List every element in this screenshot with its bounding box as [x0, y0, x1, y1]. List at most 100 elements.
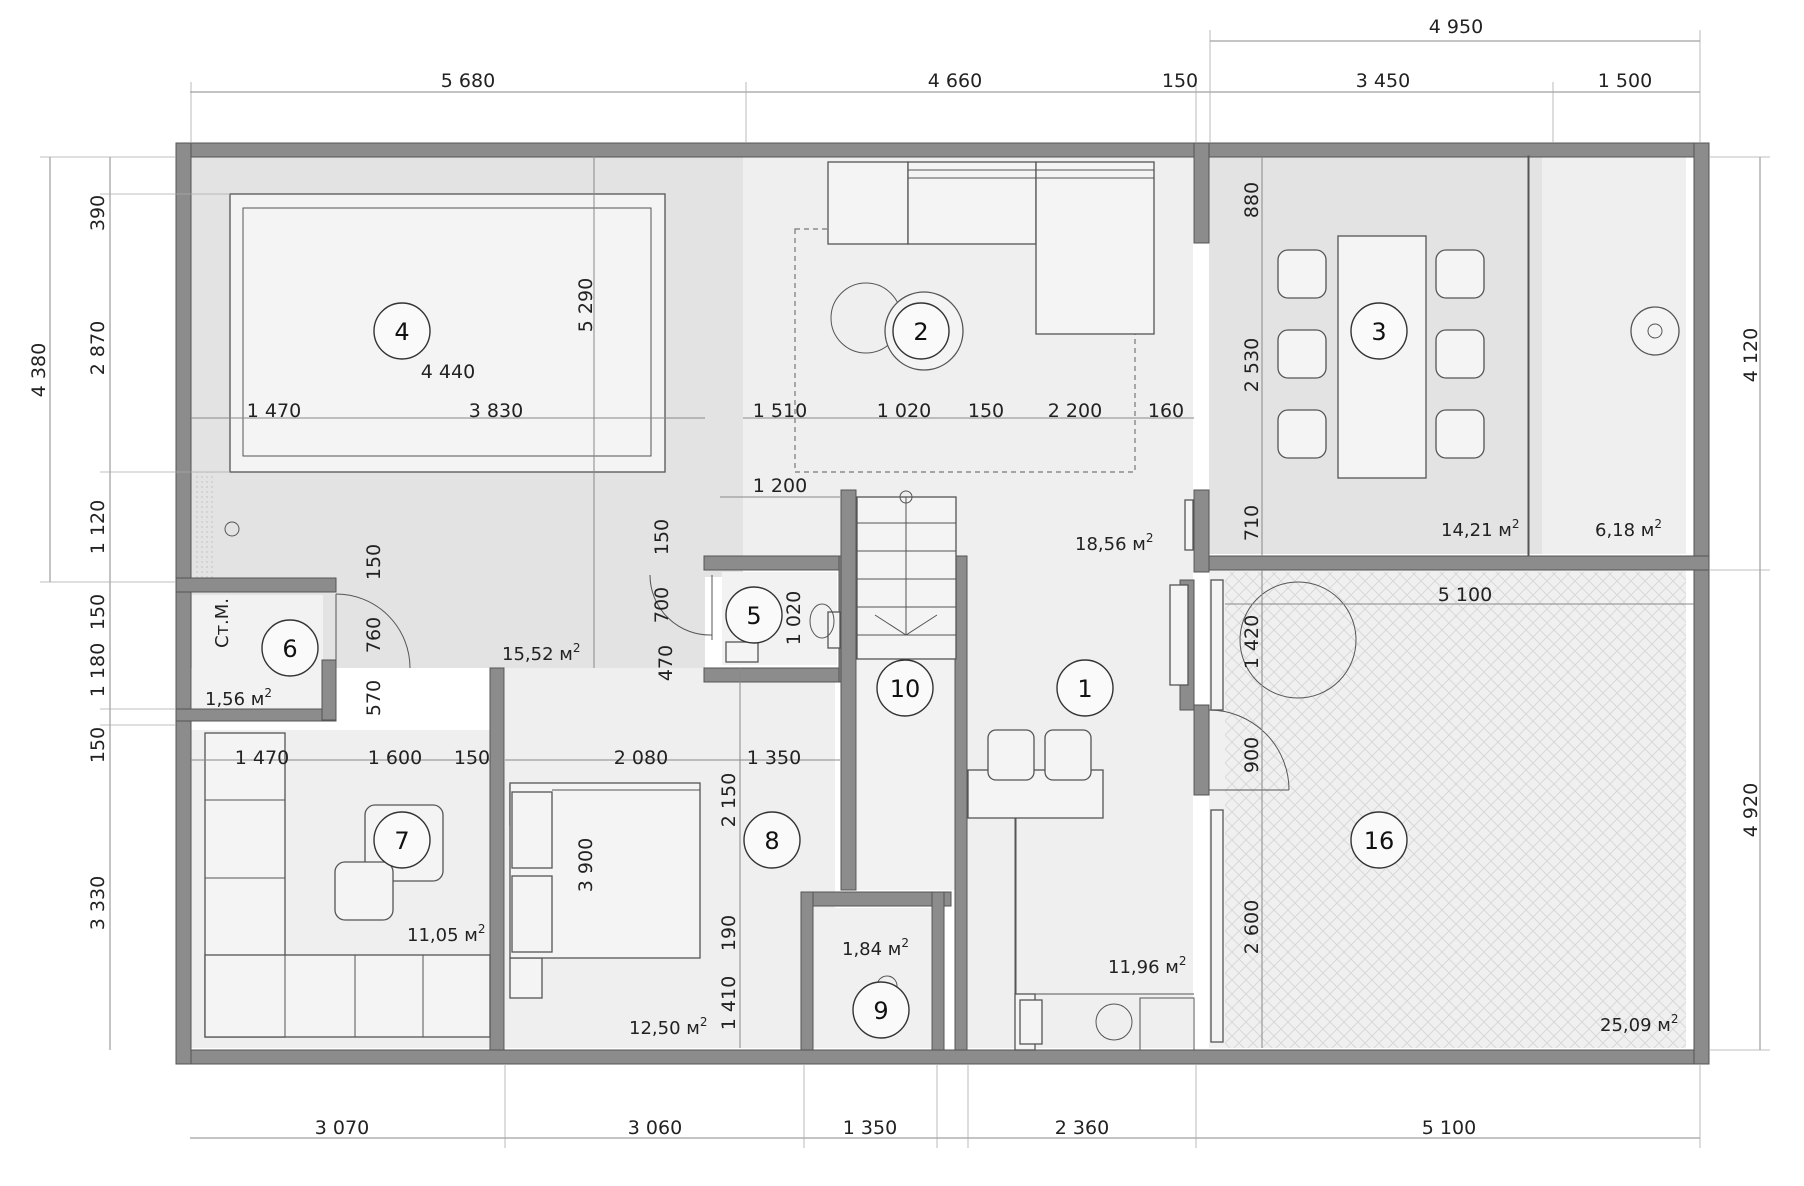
room-number: 6	[282, 635, 297, 663]
room-marker-circle	[852, 981, 910, 1039]
dimension-text: 5 680	[441, 70, 495, 92]
room-number: 4	[394, 318, 409, 346]
dimension-text: 570	[363, 680, 385, 716]
dimension-text: 1 510	[753, 400, 807, 422]
kitchen-furniture	[967, 584, 1195, 1051]
dimension-text: 2 150	[718, 773, 740, 827]
dimension-text: 3 830	[469, 400, 523, 422]
room-marker-circle	[1056, 659, 1114, 717]
dimension-text: 700	[651, 587, 673, 623]
room-area: 18,56 м2	[1075, 531, 1153, 555]
room-area: 25,09 м2	[1600, 1012, 1678, 1036]
room-area: 11,05 м2	[407, 922, 485, 946]
dimension-text: 3 900	[575, 838, 597, 892]
room-number: 2	[913, 318, 928, 346]
room-marker-circle	[1350, 811, 1408, 869]
pool	[229, 193, 666, 473]
left-dimensions: 4 380 390 2 870 1 120 150 1 180 150 3 33…	[28, 195, 109, 930]
room-number: 16	[1364, 827, 1395, 855]
dimension-text: 2 200	[1048, 400, 1102, 422]
room-marker-circle	[876, 659, 934, 717]
dimension-text: 190	[718, 915, 740, 951]
dimension-text: 4 920	[1740, 783, 1762, 837]
dimension-text: 160	[1148, 400, 1184, 422]
interior-dimensions: 5 290 4 440 1 470 3 830 1 510 1 020 150 …	[235, 182, 1492, 1030]
room-area: 15,52 м2	[502, 641, 580, 665]
dimension-text: 1 350	[747, 747, 801, 769]
room-marker-circle	[1350, 302, 1408, 360]
dimension-text: 1 410	[718, 976, 740, 1030]
room-number: 10	[890, 675, 921, 703]
room-number: 9	[873, 997, 888, 1025]
dimension-text: 2 600	[1241, 900, 1263, 954]
room-areas: 11,96 м2 18,56 м2 14,21 м2 15,52 м2 1,56…	[205, 517, 1678, 1039]
dimension-text: 1 500	[1598, 70, 1652, 92]
room-marker-circle	[261, 619, 319, 677]
room-marker-circle	[725, 586, 783, 644]
dimension-text: 5 100	[1422, 1117, 1476, 1139]
walls	[175, 142, 1710, 1065]
room-marker-circle	[892, 302, 950, 360]
room-number: 5	[746, 602, 761, 630]
dimension-text: 3 070	[315, 1117, 369, 1139]
room-number: 3	[1371, 318, 1386, 346]
room-number: 7	[394, 827, 409, 855]
dimension-text: 760	[363, 617, 385, 653]
dimension-text: 900	[1241, 737, 1263, 773]
terrace-hatch	[1225, 572, 1686, 1048]
room-marker-circle	[743, 811, 801, 869]
dimension-text: 3 450	[1356, 70, 1410, 92]
dimension-text: 150	[454, 747, 490, 769]
bathroom-fixtures	[224, 521, 898, 997]
dimension-text: 1 420	[1241, 615, 1263, 669]
windows	[1184, 499, 1224, 1043]
bottom-dimensions: 3 070 3 060 1 350 2 360 5 100	[315, 1117, 1476, 1139]
dimension-text: 2 080	[614, 747, 668, 769]
dimension-text: 2 870	[87, 321, 109, 375]
dimension-text: 150	[1162, 70, 1198, 92]
dimension-text: 2 360	[1055, 1117, 1109, 1139]
bedroom-furniture	[509, 782, 701, 999]
dimension-text: 3 330	[87, 876, 109, 930]
dimension-text: 1 180	[87, 643, 109, 697]
room-numbers: 1 2 3 4 5 6 7 8 9 10 16	[282, 318, 1394, 1025]
room-marker-circle	[373, 302, 431, 360]
dimension-text: 150	[87, 594, 109, 630]
room-area: 12,50 м2	[629, 1015, 707, 1039]
dimension-text: 1 600	[368, 747, 422, 769]
dimension-text: 150	[87, 727, 109, 763]
dimension-text: 710	[1241, 505, 1263, 541]
dimension-text: 2 530	[1241, 338, 1263, 392]
room-area: 14,21 м2	[1441, 517, 1519, 541]
dimension-text: 5 290	[575, 278, 597, 332]
dimension-text: 4 380	[28, 343, 50, 397]
room-area: 11,96 м2	[1108, 954, 1186, 978]
dimension-text: 4 950	[1429, 16, 1483, 38]
dimension-text: 1 470	[247, 400, 301, 422]
cabinet-label: Ст.М.	[212, 598, 233, 648]
dimension-text: 1 020	[783, 591, 805, 645]
room-number: 8	[764, 827, 779, 855]
room-markers	[261, 302, 1408, 1039]
dimension-text: 4 660	[928, 70, 982, 92]
room-area: 1,56 м2	[205, 686, 272, 710]
dimension-text: 880	[1241, 182, 1263, 218]
dimension-text: 3 060	[628, 1117, 682, 1139]
room-area: 1,84 м2	[842, 936, 909, 960]
room-marker-circle	[373, 811, 431, 869]
dimension-text: 470	[655, 645, 677, 681]
right-dimensions: 4 120 4 920	[1740, 328, 1762, 837]
entry-mat	[193, 472, 215, 580]
room-area: 6,18 м2	[1595, 517, 1662, 541]
dimension-text: 4 440	[421, 361, 475, 383]
dimension-text: 1 120	[87, 500, 109, 554]
dimension-text: 1 350	[843, 1117, 897, 1139]
dimension-text: 1 470	[235, 747, 289, 769]
dimension-text: 150	[651, 519, 673, 555]
dimension-lines	[40, 30, 1770, 1148]
dimension-text: 150	[968, 400, 1004, 422]
dimension-text: 4 120	[1740, 328, 1762, 382]
room-number: 1	[1077, 675, 1092, 703]
staircase	[856, 490, 957, 660]
